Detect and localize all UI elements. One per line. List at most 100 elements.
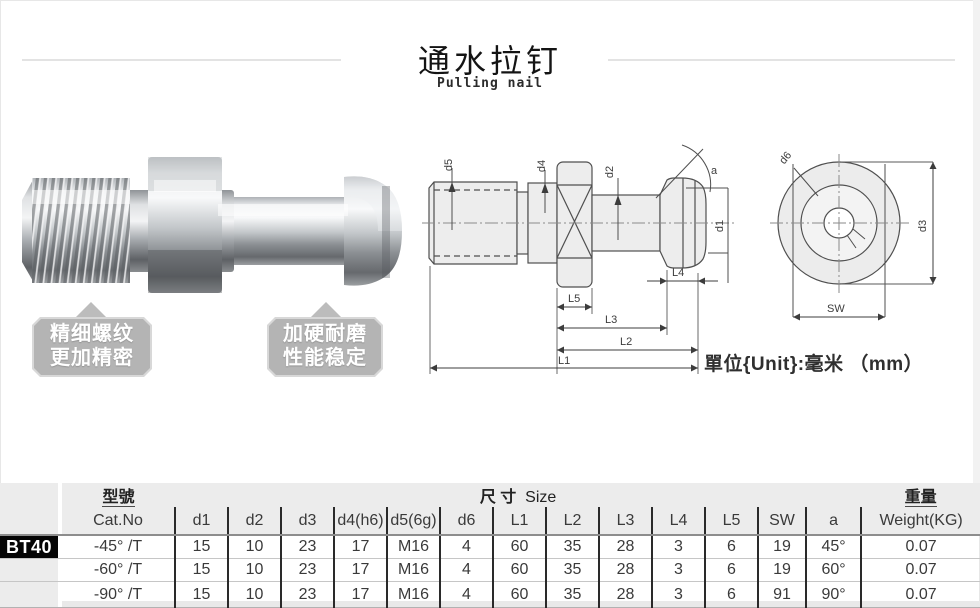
cell-catno: -90° /T xyxy=(62,581,175,608)
cell: 3 xyxy=(651,558,705,582)
page-edge xyxy=(973,0,980,483)
col-header: d1 xyxy=(174,507,228,536)
cell: 4 xyxy=(439,558,493,582)
cell: 0.07 xyxy=(860,558,980,582)
cell: 19 xyxy=(757,535,806,559)
col-header: a xyxy=(804,507,862,536)
end-view-centerlines xyxy=(770,154,910,294)
technical-drawing: d5 d4 d2 d1 a L4 L5 L3 L2 L1 d6 d3 SW xyxy=(422,144,937,374)
cell: 10 xyxy=(227,535,281,559)
cell: 10 xyxy=(227,581,281,608)
cell: 15 xyxy=(174,558,228,582)
cell: 19 xyxy=(757,558,806,582)
cell: M16 xyxy=(386,581,440,608)
extension-lines xyxy=(429,266,699,374)
dim-label-l2: L2 xyxy=(620,336,632,348)
cell: 91 xyxy=(757,581,806,608)
dim-label-d2: d2 xyxy=(604,166,616,178)
callout-line: 更加精密 xyxy=(50,347,134,369)
col-header: SW xyxy=(757,507,806,536)
cell: 0.07 xyxy=(860,581,980,608)
side-view xyxy=(428,161,707,288)
col-header: Weight(KG) xyxy=(860,507,980,536)
cell: 17 xyxy=(333,558,387,582)
dim-label-l3: L3 xyxy=(605,314,617,326)
cell: 28 xyxy=(598,558,652,582)
cell: 28 xyxy=(598,535,652,559)
cell-catno: -45° /T xyxy=(62,535,175,559)
cell: 90° xyxy=(804,581,862,608)
d1-bracket xyxy=(686,187,729,283)
cell: 23 xyxy=(280,535,334,559)
page-subtitle: Pulling nail xyxy=(437,76,543,91)
col-header: L5 xyxy=(704,507,758,536)
cell: 6 xyxy=(704,558,758,582)
cell: 35 xyxy=(545,558,599,582)
dim-label-d6: d6 xyxy=(777,150,794,167)
end-view-dimension-lines xyxy=(793,162,937,321)
cell: 4 xyxy=(439,535,493,559)
title-divider-left xyxy=(22,59,341,61)
callout-line: 加硬耐磨 xyxy=(283,323,367,345)
series-badge: BT40 xyxy=(0,536,58,558)
cell: 60 xyxy=(492,581,546,608)
col-header: d2 xyxy=(227,507,281,536)
cell: 17 xyxy=(333,581,387,608)
page-title: 通水拉钉 xyxy=(417,42,562,80)
cell: 15 xyxy=(174,535,228,559)
cell: 15 xyxy=(174,581,228,608)
group-header-model: 型號 xyxy=(62,483,175,507)
end-view-extension-lines xyxy=(841,161,933,285)
cell: 60° xyxy=(804,558,862,582)
col-header: d5(6g) xyxy=(386,507,440,536)
cell: 6 xyxy=(704,581,758,608)
col-header: L4 xyxy=(651,507,705,536)
dim-label-sw: SW xyxy=(827,303,845,315)
cell: 35 xyxy=(545,581,599,608)
dim-label-a: a xyxy=(711,165,718,177)
dim-label-l4: L4 xyxy=(672,267,684,279)
dim-label-d5: d5 xyxy=(443,159,455,171)
dim-label-l1: L1 xyxy=(558,355,570,367)
col-header: d3 xyxy=(280,507,334,536)
title-divider-right xyxy=(608,59,955,61)
cell: 6 xyxy=(704,535,758,559)
cell: 45° xyxy=(804,535,862,559)
product-photo xyxy=(22,157,402,293)
col-header: Cat.No xyxy=(62,507,175,536)
cell: 0.07 xyxy=(860,535,980,559)
col-header: d6 xyxy=(439,507,493,536)
cell: 3 xyxy=(651,581,705,608)
col-header: L3 xyxy=(598,507,652,536)
cell: M16 xyxy=(386,535,440,559)
callout-pointer-icon xyxy=(74,302,108,319)
callout-hardened: 加硬耐磨 性能稳定 xyxy=(267,300,383,377)
dim-label-d4: d4 xyxy=(536,160,548,172)
spec-table: 型號 尺 寸 Size 重量 Cat.No d1 d2 d3 d4(h6) d5… xyxy=(0,483,980,608)
series-cell: BT40 xyxy=(0,535,58,559)
cell-catno: -60° /T xyxy=(62,558,175,582)
callout-pointer-icon xyxy=(309,302,343,319)
cell: 60 xyxy=(492,535,546,559)
col-header: L2 xyxy=(545,507,599,536)
cell: 28 xyxy=(598,581,652,608)
table-row: BT40 -45° /T 15 10 23 17 M16 4 60 35 28 … xyxy=(0,535,980,559)
cell: 23 xyxy=(280,558,334,582)
cell: 23 xyxy=(280,581,334,608)
dim-label-d1: d1 xyxy=(714,220,726,232)
cell: 10 xyxy=(227,558,281,582)
table-group-header-row: 型號 尺 寸 Size 重量 xyxy=(0,483,980,507)
cell: 60 xyxy=(492,558,546,582)
callout-fine-thread: 精细螺纹 更加精密 xyxy=(32,300,152,377)
table-column-header-row: Cat.No d1 d2 d3 d4(h6) d5(6g) d6 L1 L2 L… xyxy=(0,507,980,536)
dimension-lines xyxy=(430,277,718,372)
callout-line: 性能稳定 xyxy=(283,347,367,369)
pull-stud-shapes xyxy=(22,157,402,293)
table-row: -60° /T 15 10 23 17 M16 4 60 35 28 3 6 1… xyxy=(0,558,980,582)
table-row: -90° /T 15 10 23 17 M16 4 60 35 28 3 6 9… xyxy=(0,581,980,608)
dim-label-l5: L5 xyxy=(568,293,580,305)
cell: 35 xyxy=(545,535,599,559)
diameter-leaders xyxy=(448,168,622,240)
col-header: L1 xyxy=(492,507,546,536)
